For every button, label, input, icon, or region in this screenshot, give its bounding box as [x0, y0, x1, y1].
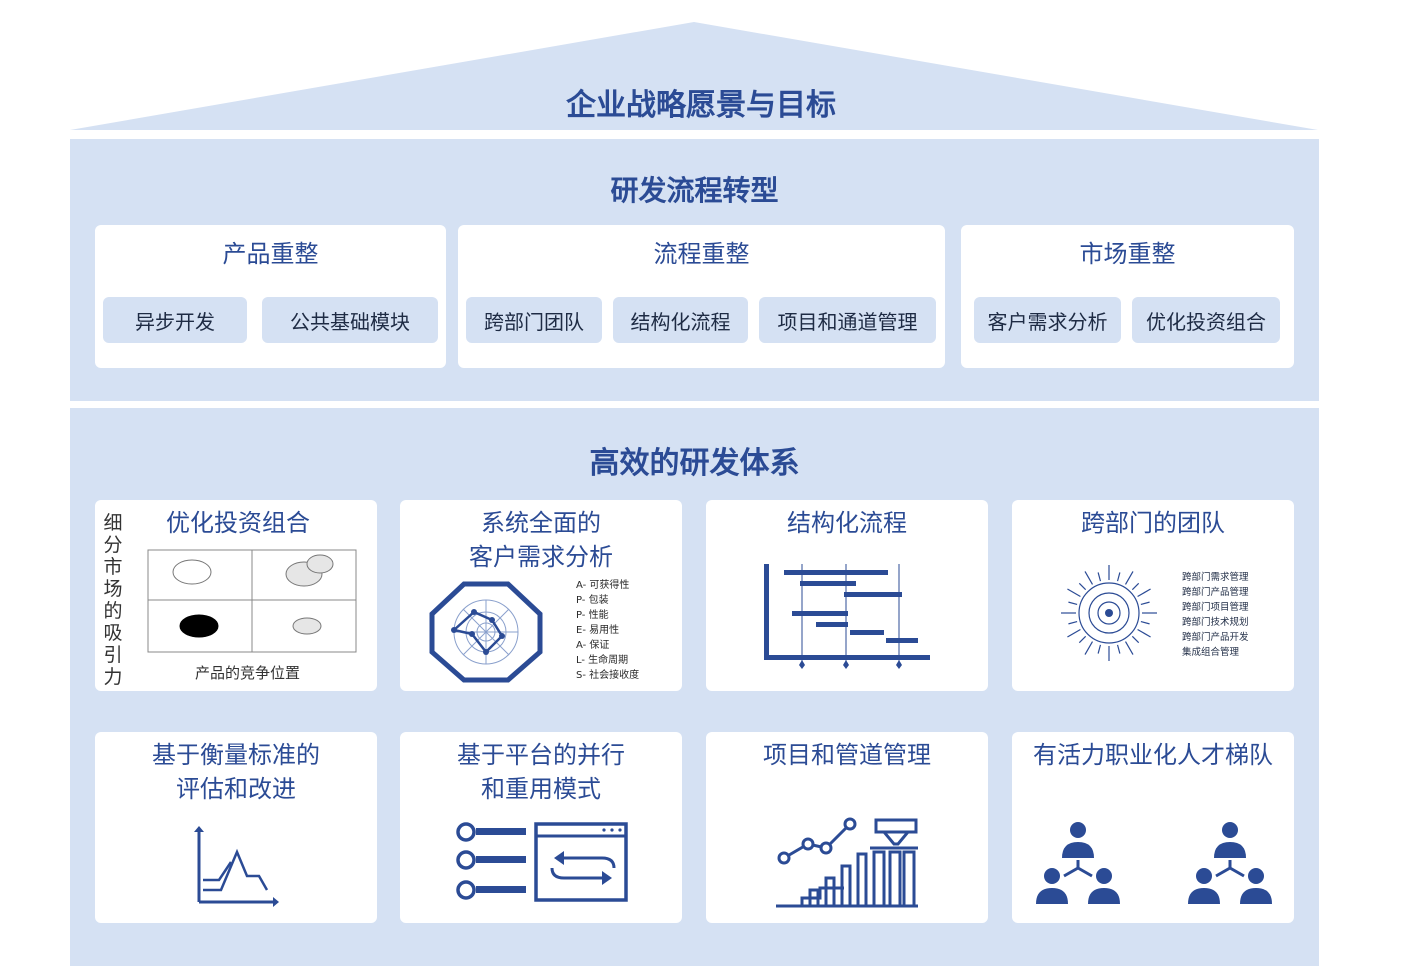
roof-title: 企业战略愿景与目标 [566, 88, 836, 123]
gantt-chart-icon [764, 564, 930, 669]
card-title-line1: 基于平台的并行 [457, 741, 625, 769]
group-title: 市场重整 [1079, 240, 1176, 268]
dept-list: 跨部门需求管理 跨部门产品管理 跨部门项目管理 跨部门技术规划 跨部门产品开发 … [1182, 570, 1249, 660]
transformation-title: 研发流程转型 [610, 174, 779, 207]
dept-item: 跨部门技术规划 [1182, 617, 1249, 628]
card-talent: 有活力职业化人才梯队 [1012, 732, 1294, 923]
legend-item: L- 生命周期 [576, 655, 629, 666]
group-market: 市场重整 客户需求分析 优化投资组合 [961, 225, 1294, 368]
sunburst-icon [1061, 565, 1157, 661]
group-product: 产品重整 异步开发 公共基础模块 [95, 225, 446, 368]
card-customer-needs: 系统全面的 客户需求分析 A- 可获得性 P- 包装 P- 性能 E- 易用性 … [400, 500, 682, 691]
growth-chart-icon [776, 817, 918, 908]
system-title: 高效的研发体系 [589, 446, 800, 481]
x-axis-label: 产品的竞争位置 [195, 664, 301, 682]
card-title-line2: 和重用模式 [481, 775, 601, 803]
item-pill: 公共基础模块 [262, 297, 438, 343]
card-title: 跨部门的团队 [1081, 509, 1225, 537]
card-platform: 基于平台的并行 和重用模式 [400, 732, 682, 923]
dept-item: 跨部门项目管理 [1182, 602, 1249, 613]
y-axis-label: 细分市场的吸引力 [103, 512, 123, 688]
card-structured-process: 结构化流程 [706, 500, 988, 691]
card-title-line2: 评估和改进 [176, 775, 296, 803]
item-pill: 跨部门团队 [466, 297, 602, 343]
card-title-line1: 基于衡量标准的 [152, 741, 320, 769]
line-graph-icon [194, 826, 279, 907]
legend-item: A- 可获得性 [576, 580, 630, 591]
legend-item: A- 保证 [576, 640, 610, 651]
team-hierarchy-icon [1036, 822, 1272, 904]
item-pill: 异步开发 [103, 297, 247, 343]
legend-item: P- 性能 [576, 610, 609, 621]
card-title: 项目和管道管理 [763, 741, 931, 769]
card-title: 有活力职业化人才梯队 [1033, 741, 1273, 769]
platform-window-icon [456, 822, 628, 902]
card-metrics: 基于衡量标准的 评估和改进 [95, 732, 377, 923]
dept-item: 跨部门需求管理 [1182, 572, 1249, 583]
roof-shape [70, 22, 1318, 130]
dept-item: 跨部门产品开发 [1182, 632, 1249, 643]
item-pill: 优化投资组合 [1132, 297, 1280, 343]
group-title: 流程重整 [653, 240, 750, 268]
portfolio-matrix [147, 549, 357, 653]
card-title-line1: 系统全面的 [481, 509, 601, 537]
card-title-line2: 客户需求分析 [469, 543, 613, 571]
legend-list: A- 可获得性 P- 包装 P- 性能 E- 易用性 A- 保证 L- 生命周期… [576, 578, 639, 683]
card-title: 优化投资组合 [166, 509, 310, 537]
radar-octagon-icon [429, 581, 543, 683]
item-pill: 结构化流程 [613, 297, 748, 343]
item-pill: 项目和通道管理 [759, 297, 936, 343]
legend-item: P- 包装 [576, 595, 609, 606]
group-process: 流程重整 跨部门团队 结构化流程 项目和通道管理 [458, 225, 945, 368]
item-pill: 客户需求分析 [974, 297, 1121, 343]
legend-item: S- 社会接收度 [576, 670, 640, 681]
card-title: 结构化流程 [787, 509, 907, 537]
dept-item: 集成组合管理 [1182, 647, 1240, 658]
transformation-band: 研发流程转型 产品重整 异步开发 公共基础模块 流程重整 跨部门团队 结构化流程… [70, 139, 1319, 401]
legend-item: E- 易用性 [576, 625, 620, 636]
card-pipeline: 项目和管道管理 [706, 732, 988, 923]
card-cross-team: 跨部门的团队 跨部门需求管理 跨部门产品管理 跨部门项目管理 跨部门技术规划 跨… [1012, 500, 1294, 691]
system-band: 高效的研发体系 优化投资组合 细分市场的吸引力 产品的竞争位置 系统全面的 客户… [70, 408, 1319, 966]
group-title: 产品重整 [222, 240, 319, 268]
dept-item: 跨部门产品管理 [1182, 587, 1249, 598]
card-portfolio: 优化投资组合 细分市场的吸引力 产品的竞争位置 [95, 500, 377, 691]
